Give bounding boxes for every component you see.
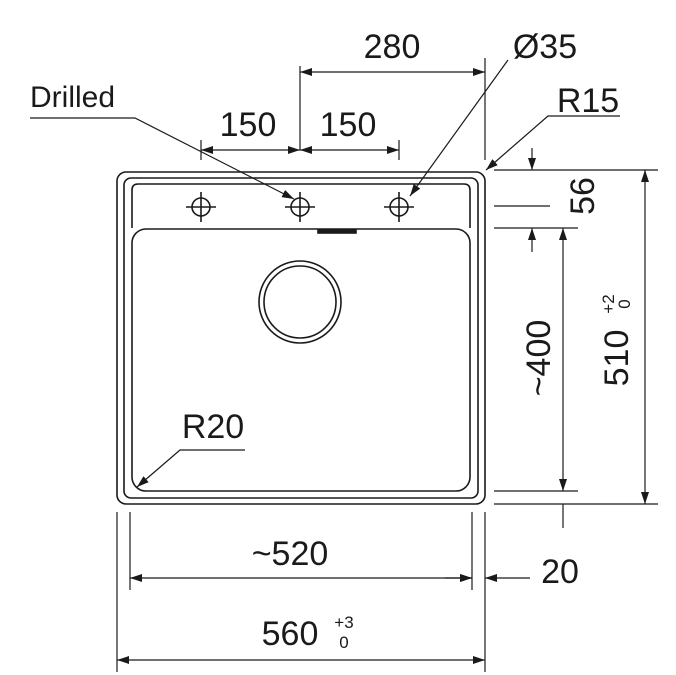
dim-150-lines — [200, 140, 400, 160]
sink-outer-outline — [116, 171, 486, 505]
dim-560-label: 560 — [262, 615, 319, 653]
dim-510-tol-lower: 0 — [615, 299, 634, 308]
dim-56-label: 56 — [564, 177, 602, 215]
r20-leader — [136, 449, 245, 488]
dim-150-right-label: 150 — [320, 106, 377, 144]
tap-hole-right — [384, 192, 414, 222]
dim-510-tol-upper: +2 — [599, 294, 618, 313]
dim-510-label: 510 — [598, 330, 636, 387]
faucet-deck-outline — [131, 183, 471, 228]
dim-520-label: ~520 — [252, 535, 329, 573]
drain-outer-circle — [258, 260, 342, 344]
diameter-leader — [409, 59, 509, 197]
right-extension-lines — [494, 169, 658, 505]
diameter-label: Ø35 — [513, 28, 577, 66]
dim-150-left-label: 150 — [220, 106, 277, 144]
dim-400-label: ~400 — [520, 320, 558, 397]
dim-280-lines — [299, 58, 486, 160]
tap-hole-center — [285, 192, 315, 222]
dim-560-tol-upper: +3 — [334, 613, 353, 632]
r20-label: R20 — [182, 408, 244, 446]
sink-rim-inner-outline — [123, 177, 479, 499]
overflow-slot — [317, 229, 357, 234]
dim-20-label: 20 — [541, 553, 579, 591]
r15-leader — [485, 115, 620, 171]
drain-inner-circle — [263, 265, 337, 339]
dim-510-label-group: 510 +2 0 — [598, 294, 636, 386]
drilled-leader — [30, 117, 295, 200]
bowl-outline — [131, 228, 471, 492]
dim-560-tol-lower: 0 — [339, 633, 348, 652]
tap-hole-left — [186, 192, 216, 222]
drilled-label: Drilled — [30, 81, 115, 114]
r15-label: R15 — [557, 82, 619, 120]
dim-560-label-group: 560 +3 0 — [262, 613, 354, 653]
dim-280-label: 280 — [364, 28, 421, 66]
